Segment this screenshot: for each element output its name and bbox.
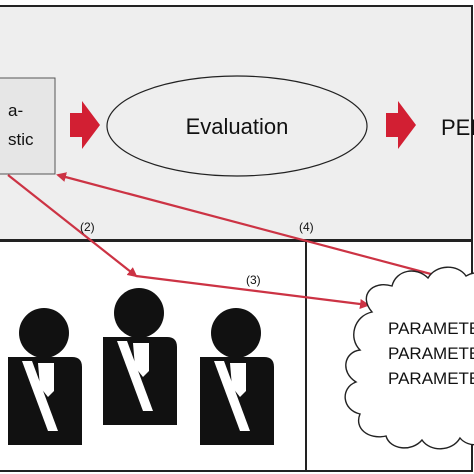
person-icon-left xyxy=(8,308,82,445)
evaluation-ellipse xyxy=(106,75,368,177)
method-box-text-line2: stic xyxy=(8,130,34,149)
block-arrow-to-evaluation xyxy=(70,101,100,149)
parameter-label-3: PARAMETE xyxy=(388,369,474,388)
arrow-3 xyxy=(135,274,370,309)
evaluation-label: Evaluation xyxy=(186,114,289,139)
person-icon-right xyxy=(200,308,274,445)
arrow-label-4: (4) xyxy=(299,220,314,234)
performance-label: PERF xyxy=(441,115,474,140)
arrow-label-3: (3) xyxy=(246,273,261,287)
arrow-label-2: (2) xyxy=(80,220,95,234)
parameters-cloud xyxy=(344,266,474,450)
method-box xyxy=(0,77,56,175)
person-icon-middle xyxy=(103,288,177,425)
arrow-4 xyxy=(56,172,447,280)
arrow-2 xyxy=(7,174,138,278)
block-arrow-to-performance xyxy=(386,101,416,149)
parameter-label-1: PARAMETE xyxy=(388,319,474,338)
parameter-label-2: PARAMETE xyxy=(388,344,474,363)
method-box-text-line1: a- xyxy=(8,101,23,120)
